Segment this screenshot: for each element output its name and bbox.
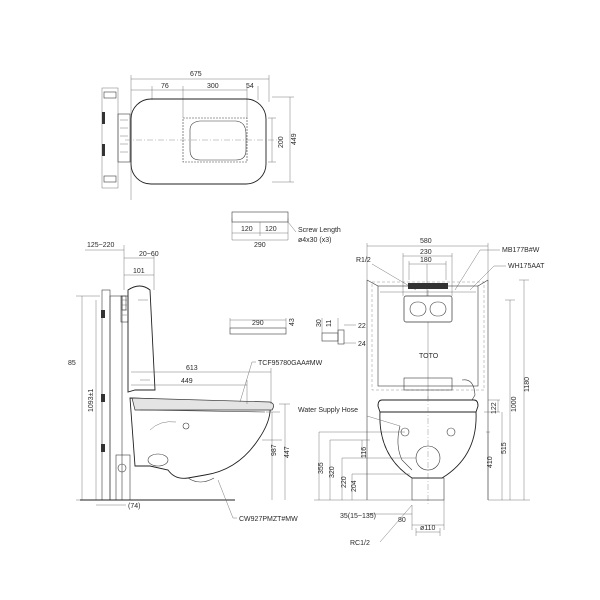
bracket-dim-11: 11	[326, 320, 333, 327]
plate-model-label: MB177B#W	[502, 247, 540, 254]
top-view: 675 76 300 54 200 449	[101, 71, 298, 200]
screw-dim-120a: 120	[241, 226, 253, 233]
dim-54: 54	[246, 83, 254, 90]
dim-410: 410	[487, 456, 494, 468]
dim-355: 355	[318, 462, 325, 474]
screw-dim-120b: 120	[265, 226, 277, 233]
dim-85: 85	[68, 360, 76, 367]
screw-length-label: Screw Length	[298, 227, 341, 234]
dim-1093: 1093±1	[88, 389, 95, 412]
dim-220: 220	[341, 476, 348, 488]
dim-447: 447	[284, 446, 291, 458]
dim-675: 675	[190, 71, 202, 78]
bowl-model-label: CW927PMZT#MW	[239, 516, 298, 523]
dim-76: 76	[161, 83, 169, 90]
dim-116: 116	[361, 447, 368, 458]
dim-180: 180	[420, 257, 432, 264]
dim-20-60: 20~60	[139, 251, 159, 258]
water-supply-label: Water Supply Hose	[298, 407, 358, 414]
dim-230: 230	[420, 249, 432, 256]
dim-1000: 1000	[511, 396, 518, 412]
dim-35-range: 35(15~135)	[340, 513, 376, 520]
dim-204: 204	[351, 480, 358, 492]
dim-74: (74)	[128, 503, 140, 510]
dim-122: 122	[491, 402, 498, 414]
screw-dim-290: 290	[254, 242, 266, 249]
bracket-dim-43: 43	[289, 318, 296, 326]
dim-80: 80	[398, 517, 406, 524]
rc-half-label: RC1/2	[350, 540, 370, 547]
r-half-label: R1/2	[356, 257, 371, 264]
dim-515: 515	[501, 442, 508, 454]
dim-300: 300	[207, 83, 219, 90]
dim-101: 101	[133, 268, 145, 275]
bracket-detail: 290 43 30 11 22 24	[229, 318, 366, 348]
dim-200: 200	[278, 136, 285, 148]
front-view: 580 230 180 R1/2 MB177B#W WH175AAT TOTO	[298, 238, 545, 547]
dim-125-220: 125~220	[87, 242, 115, 249]
dim-320: 320	[329, 466, 336, 478]
toto-plate-logo: TOTO	[419, 353, 439, 360]
dim-1180: 1180	[524, 377, 531, 392]
dim-110: ø110	[420, 525, 436, 532]
bracket-dim-30: 30	[316, 319, 323, 327]
screw-spec-label: ø4x30 (x3)	[298, 237, 331, 244]
dim-580: 580	[420, 238, 432, 245]
side-view: 125~220 20~60 101 85 1093±1	[68, 242, 323, 523]
screw-detail: 120 120 290 Screw Length ø4x30 (x3)	[231, 211, 341, 249]
dim-449: 449	[181, 378, 193, 385]
dim-449: 449	[291, 133, 298, 145]
bracket-dim-22: 22	[358, 323, 366, 330]
bracket-dim-24: 24	[358, 341, 366, 348]
dim-987: 987	[271, 444, 278, 456]
dim-613: 613	[186, 365, 198, 372]
bracket-dim-290: 290	[252, 320, 264, 327]
seat-model-label: TCF95780GAA#MW	[258, 360, 323, 367]
frame-model-label: WH175AAT	[508, 263, 545, 270]
